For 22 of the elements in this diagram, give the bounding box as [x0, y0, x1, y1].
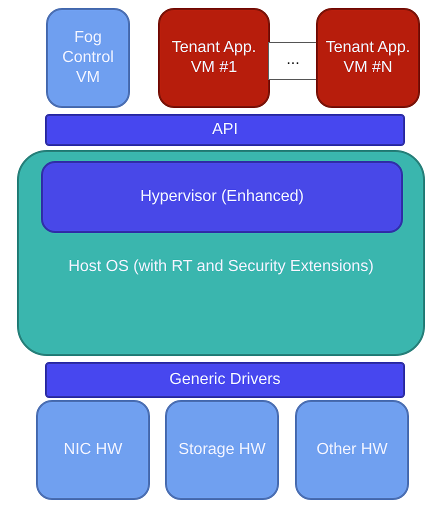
vm-label: Tenant App. VM #1	[170, 38, 258, 78]
layer-label: API	[211, 120, 239, 140]
os-layer	[17, 150, 425, 356]
hypervisor-label: Hypervisor (Enhanced)	[139, 187, 305, 207]
vm-box	[158, 8, 270, 108]
vm-label: Tenant App. VM #N	[324, 38, 412, 78]
os-label: Host OS (with RT and Security Extensions)	[67, 257, 375, 277]
hardware-label: Other HW	[315, 440, 389, 460]
vm-label: Fog Control VM	[61, 28, 115, 88]
layer-label: Generic Drivers	[168, 370, 282, 390]
ellipsis: ...	[285, 50, 301, 70]
layer-bar	[45, 362, 405, 398]
vm-box	[316, 8, 420, 108]
hardware-box	[36, 400, 150, 500]
ellipsis-box	[268, 42, 318, 80]
hardware-label: NIC HW	[62, 440, 124, 460]
vm-box	[46, 8, 130, 108]
hypervisor-box	[41, 161, 403, 233]
hardware-box	[165, 400, 279, 500]
hardware-label: Storage HW	[177, 440, 267, 460]
layer-bar	[45, 114, 405, 146]
hardware-box	[295, 400, 409, 500]
